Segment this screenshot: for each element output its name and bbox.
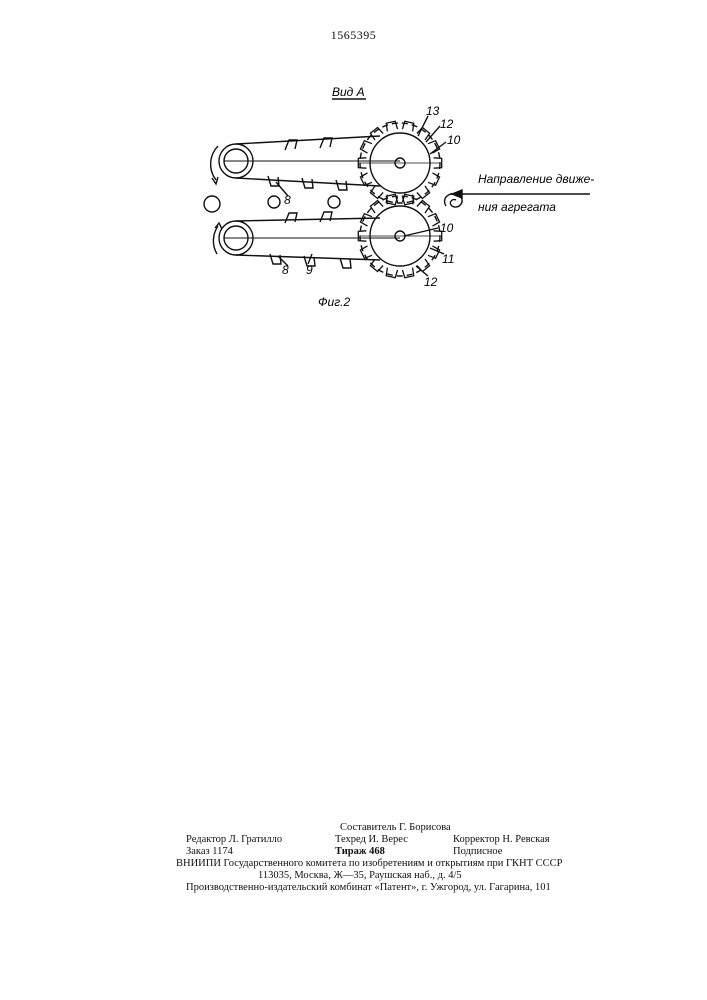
figure-2-drawing: Вид А 13 12 10 10 11 12 8 8 9 Направлени…: [190, 78, 610, 328]
imprint-order: Заказ 1174: [186, 846, 233, 858]
imprint-corrector: Корректор Н. Ревская: [453, 834, 550, 846]
gear-tooth: [360, 141, 372, 153]
object-circle-1: [204, 196, 220, 212]
direction-label-line1: Направление движе-: [478, 172, 594, 186]
gear-tooth: [402, 121, 413, 131]
gear-tooth: [417, 201, 430, 214]
imprint-printer: Производственно-издательский комбинат «П…: [186, 882, 686, 894]
ref-8-bottom: 8: [282, 263, 289, 277]
gear-tooth: [370, 128, 383, 141]
ref-12-bottom: 12: [424, 275, 438, 289]
upper-arm-top-edge: [236, 136, 380, 144]
imprint-subscription: Подписное: [453, 846, 502, 858]
object-circle-2: [268, 196, 280, 208]
imprint-circulation: Тираж 468: [335, 846, 385, 858]
ref-13: 13: [426, 104, 440, 118]
imprint-institute: ВНИИПИ Государственного комитета по изоб…: [176, 858, 676, 870]
gear-tooth: [402, 268, 413, 278]
lower-arm-bottom-edge: [236, 255, 380, 260]
gear-tooth: [386, 268, 397, 278]
imprint-techred: Техред И. Верес: [335, 834, 408, 846]
upper-arm-bottom-edge: [236, 178, 380, 186]
ref-8-top: 8: [284, 193, 291, 207]
imprint-editor: Редактор Л. Гратилло: [186, 834, 282, 846]
view-label: Вид А: [332, 85, 365, 99]
page-number: 1565395: [0, 28, 707, 43]
ref-11: 11: [442, 252, 454, 266]
ref-10-mid: 10: [440, 221, 454, 235]
ref-10-top: 10: [447, 133, 461, 147]
ref-12-top: 12: [440, 117, 454, 131]
imprint-address: 113035, Москва, Ж—35, Раушская наб., д. …: [258, 870, 462, 882]
lower-arm-top-edge: [236, 218, 380, 221]
figure-caption: Фиг.2: [318, 295, 350, 309]
gear-tooth: [386, 121, 397, 131]
gear-tooth: [370, 201, 383, 214]
swirl-object: [445, 194, 463, 207]
gear-tooth: [428, 214, 440, 226]
rotation-arrow-lower: [213, 226, 218, 254]
ref-9: 9: [306, 263, 313, 277]
imprint-compiler: Составитель Г. Борисова: [340, 822, 451, 834]
rotation-arrow-upper: [211, 146, 218, 180]
direction-label-line2: ния агрегата: [478, 200, 556, 214]
gear-tooth: [360, 214, 372, 226]
object-circle-3: [328, 196, 340, 208]
